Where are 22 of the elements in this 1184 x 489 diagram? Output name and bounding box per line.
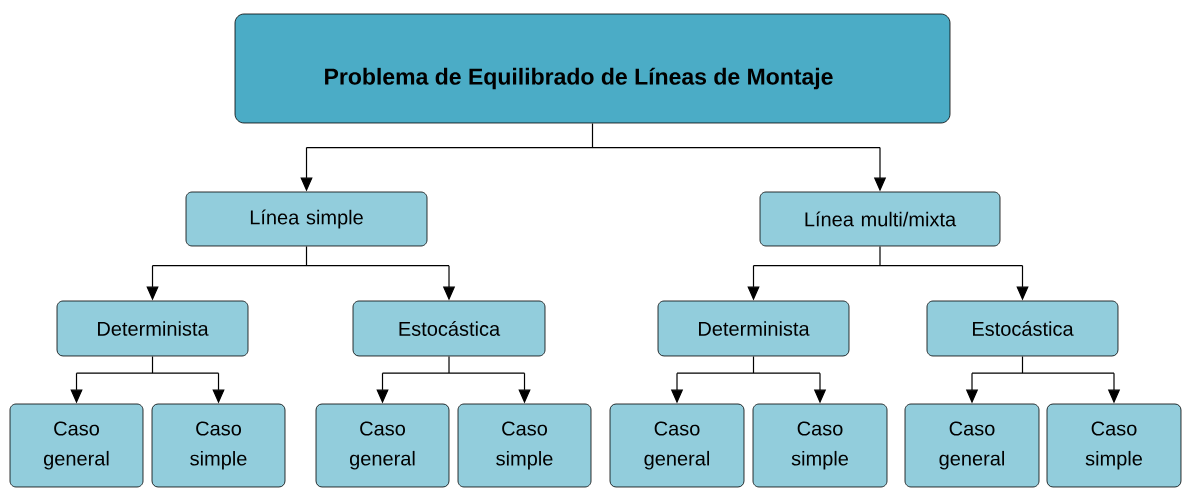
- connector-trunk: [305, 122, 881, 149]
- leaf-box: Caso simple: [752, 403, 888, 488]
- leaf-box: Caso simple: [1046, 403, 1182, 488]
- leaf-box: Caso general: [315, 403, 450, 488]
- connector-trunk: [75, 355, 220, 374]
- leaf-box: Caso general: [9, 403, 144, 488]
- connector-trunk: [752, 245, 1024, 267]
- category-box: Determinista: [56, 300, 249, 357]
- root-box: Problema de Equilibrado de Líneas de Montaje: [234, 13, 951, 124]
- leaf-box: Caso general: [609, 403, 745, 488]
- connector-trunk: [676, 355, 821, 374]
- category-box: Línea multi/mixta: [759, 191, 1001, 247]
- connector-trunk: [151, 245, 450, 267]
- category-box: Línea simple: [185, 191, 428, 247]
- category-box: Determinista: [657, 300, 850, 357]
- leaf-box: Caso simple: [457, 403, 592, 488]
- leaf-box: Caso simple: [151, 403, 286, 488]
- leaf-box: Caso general: [904, 403, 1040, 488]
- connector-trunk: [381, 355, 526, 374]
- connector-trunk: [971, 355, 1115, 374]
- category-box: Estocástica: [352, 300, 546, 357]
- category-box: Estocástica: [926, 300, 1119, 357]
